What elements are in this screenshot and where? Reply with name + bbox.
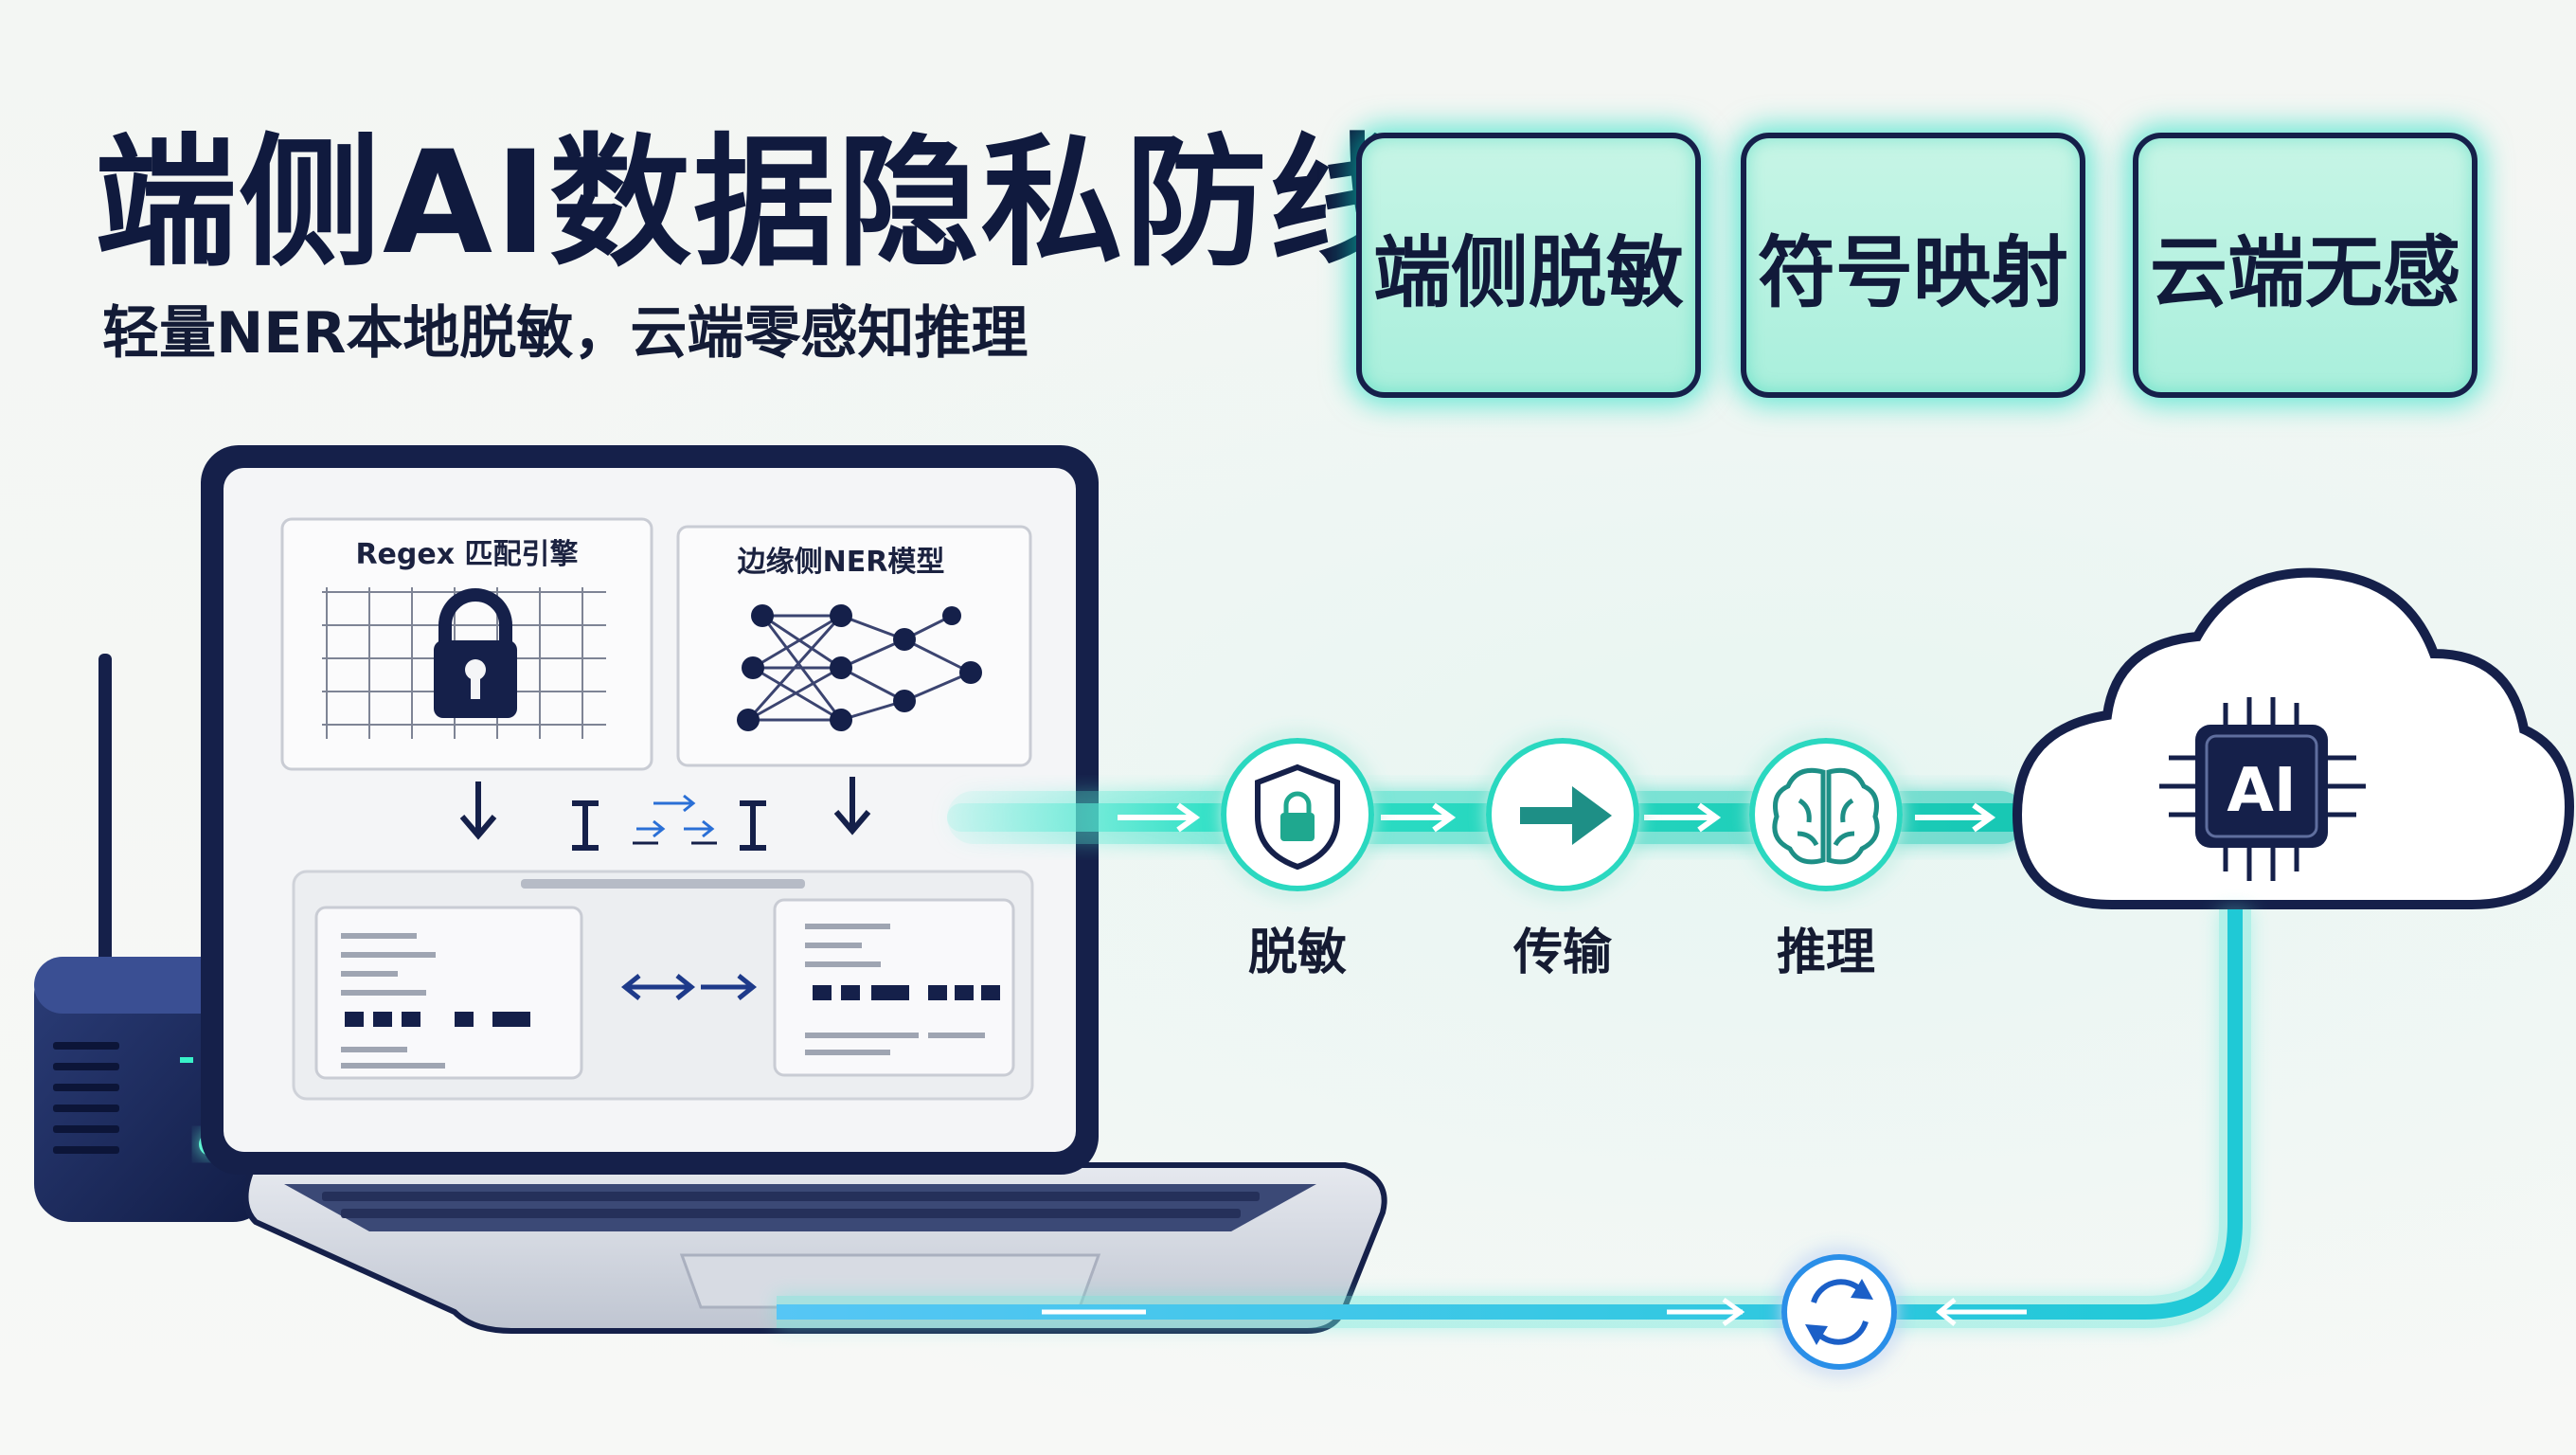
return-flow-path [777, 909, 2251, 1370]
step-label-transmit: 传输 [1513, 925, 1613, 981]
brain-icon [1772, 767, 1880, 865]
step-transmit [1486, 738, 1639, 891]
feature-card-edge-desensitize: 端侧脱敏 [1356, 133, 1701, 398]
page-title: 端侧AI数据隐私防线 [95, 121, 1413, 286]
regex-panel-label: Regex 匹配引擎 [355, 538, 578, 571]
feature-card-label: 符号映射 [1757, 227, 2068, 318]
swap-arrows-icon [636, 794, 715, 838]
bidirectional-arrow-icon [620, 974, 758, 1000]
symbol-mapping-panel [292, 870, 1034, 1101]
sync-icon [1781, 1254, 1897, 1370]
feature-card-cloud-unaware: 云端无感 [2133, 133, 2478, 398]
regex-engine-panel: Regex 匹配引擎 [280, 517, 653, 771]
lock-icon [434, 588, 517, 718]
step-label-desensitize: 脱敏 [1248, 925, 1348, 981]
page-subtitle: 轻量NER本地脱敏，云端零感知推理 [102, 300, 1029, 367]
processing-arrows [459, 777, 871, 851]
laptop-icon: Regex 匹配引擎 [201, 445, 1387, 1334]
ai-chip-icon: AI [2159, 697, 2366, 881]
feature-card-symbol-mapping: 符号映射 [1741, 133, 2085, 398]
ner-model-panel: 边缘侧NER模型 [676, 525, 1032, 767]
shield-lock-icon [1255, 763, 1340, 871]
ai-chip-label: AI [2227, 756, 2296, 826]
feature-card-label: 端侧脱敏 [1372, 227, 1684, 318]
ner-panel-label: 边缘侧NER模型 [738, 546, 945, 579]
arrow-right-icon [1520, 786, 1612, 845]
step-inference [1749, 738, 1903, 891]
step-desensitize [1221, 738, 1374, 891]
feature-card-label: 云端无感 [2149, 227, 2460, 318]
step-label-inference: 推理 [1777, 925, 1876, 981]
neural-network-icon [746, 614, 972, 722]
